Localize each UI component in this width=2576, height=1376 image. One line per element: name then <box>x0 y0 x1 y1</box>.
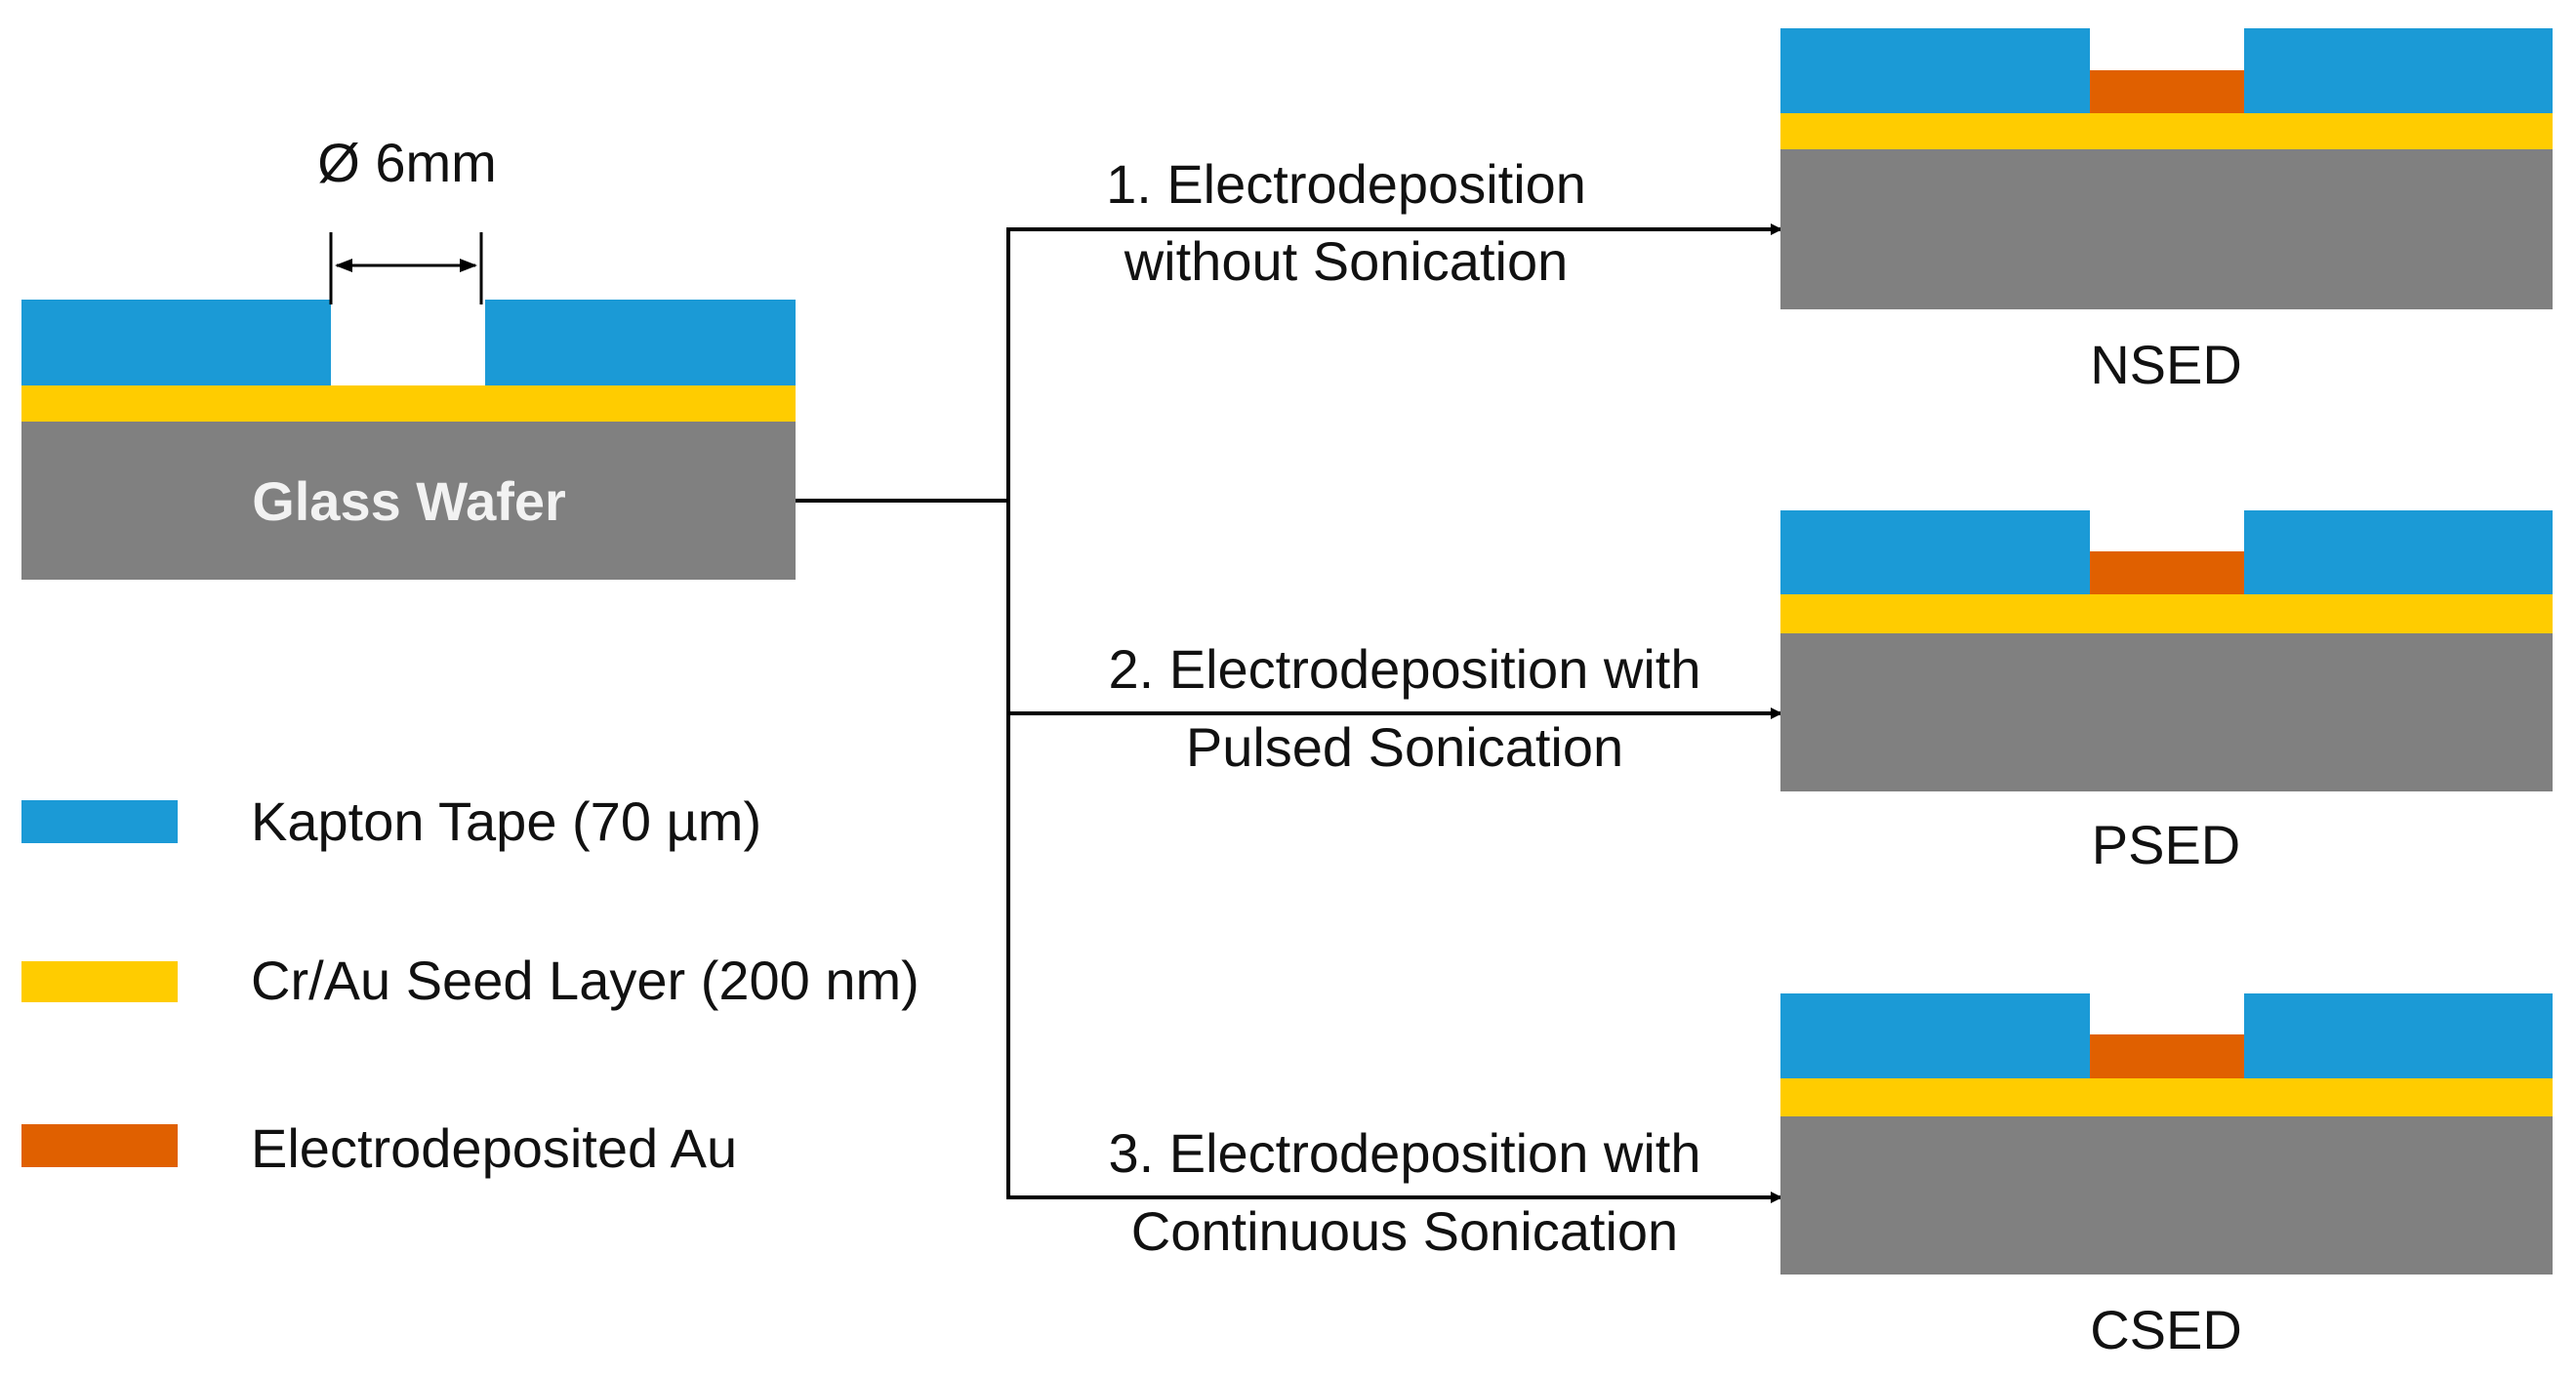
kapton-tape-right <box>2244 510 2553 594</box>
electrodeposited-au <box>2090 70 2244 113</box>
glass-wafer-label: Glass Wafer <box>252 470 566 532</box>
seed-layer <box>1780 1078 2553 1116</box>
legend-swatch-kapton <box>21 800 178 843</box>
process-labels: 1. Electrodeposition without Sonication … <box>1106 153 1700 1262</box>
kapton-tape-right <box>2244 28 2553 113</box>
glass-wafer <box>1780 1116 2553 1275</box>
result-label-psed: PSED <box>2092 814 2241 875</box>
result-stack-nsed: NSED <box>1780 28 2553 395</box>
result-label-csed: CSED <box>2090 1299 2242 1360</box>
process-2-line2: Pulsed Sonication <box>1186 716 1623 778</box>
kapton-tape-right <box>2244 993 2553 1078</box>
kapton-tape-left <box>21 300 331 385</box>
result-stack-csed: CSED <box>1780 993 2553 1360</box>
process-2-line1: 2. Electrodeposition with <box>1108 638 1700 700</box>
legend: Kapton Tape (70 µm) Cr/Au Seed Layer (20… <box>21 790 920 1179</box>
process-3-line2: Continuous Sonication <box>1131 1200 1678 1262</box>
kapton-tape-left <box>1780 993 2090 1078</box>
legend-swatch-au <box>21 1124 178 1167</box>
kapton-tape-left <box>1780 510 2090 594</box>
kapton-tape-left <box>1780 28 2090 113</box>
result-stack-psed: PSED <box>1780 510 2553 875</box>
legend-swatch-seed <box>21 961 178 1002</box>
seed-layer <box>21 385 796 422</box>
glass-wafer <box>1780 149 2553 309</box>
branch-connectors <box>796 223 1782 1203</box>
process-3-line1: 3. Electrodeposition with <box>1108 1122 1700 1184</box>
seed-layer <box>1780 113 2553 149</box>
glass-wafer <box>1780 633 2553 791</box>
electrodeposited-au <box>2090 1034 2244 1078</box>
seed-layer <box>1780 594 2553 633</box>
legend-label-au: Electrodeposited Au <box>251 1117 737 1179</box>
legend-label-kapton: Kapton Tape (70 µm) <box>251 790 761 852</box>
kapton-tape-right <box>485 300 796 385</box>
diameter-label: Ø 6mm <box>317 132 497 193</box>
glass-wafer <box>21 422 796 580</box>
diameter-dimension: Ø 6mm <box>317 132 497 304</box>
legend-label-seed: Cr/Au Seed Layer (200 nm) <box>251 950 920 1011</box>
process-1-line2: without Sonication <box>1124 230 1569 292</box>
initial-substrate: Glass Wafer <box>21 300 796 580</box>
electrodeposited-au <box>2090 551 2244 594</box>
process-1-line1: 1. Electrodeposition <box>1106 153 1586 215</box>
result-label-nsed: NSED <box>2090 334 2242 395</box>
